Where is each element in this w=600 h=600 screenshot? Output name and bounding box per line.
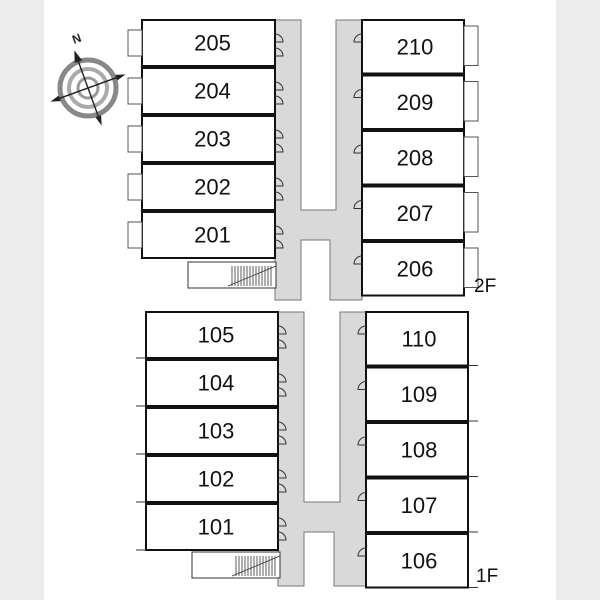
room-label-104: 104 (198, 371, 235, 396)
room-104 (145, 359, 279, 407)
room-label-108: 108 (401, 437, 438, 462)
room-102 (145, 455, 279, 503)
door (277, 339, 287, 349)
door (353, 89, 363, 98)
door (274, 143, 284, 153)
door (353, 255, 363, 265)
balcony (127, 173, 143, 201)
room-label-102: 102 (198, 467, 235, 492)
door (274, 33, 284, 43)
room-202 (141, 163, 276, 211)
room-101 (145, 503, 279, 551)
balcony (463, 192, 479, 233)
room-107 (365, 477, 469, 533)
door (353, 33, 363, 43)
room-205 (141, 19, 276, 67)
room-106 (365, 533, 469, 589)
balcony (127, 77, 143, 105)
balcony (463, 136, 479, 177)
room-label-206: 206 (397, 256, 434, 281)
balcony (463, 81, 479, 122)
room-label-202: 202 (194, 175, 231, 200)
door (277, 435, 287, 445)
door (274, 177, 284, 187)
floor-label: 2F (474, 276, 496, 297)
room-209 (361, 74, 465, 130)
room-label-103: 103 (198, 419, 235, 444)
room-label-110: 110 (401, 326, 436, 351)
room-105 (145, 311, 279, 359)
room-210 (361, 19, 465, 75)
room-109 (365, 366, 469, 422)
door (353, 200, 363, 209)
door (274, 47, 284, 57)
stairs (231, 555, 281, 577)
door (274, 81, 284, 91)
door (277, 469, 287, 479)
room-label-109: 109 (401, 382, 438, 407)
room-label-106: 106 (401, 548, 438, 573)
door (277, 531, 287, 541)
door (357, 492, 367, 501)
door (274, 191, 284, 201)
door (353, 144, 363, 154)
room-206 (361, 241, 465, 297)
balcony (463, 247, 479, 288)
room-label-209: 209 (397, 90, 434, 115)
room-label-208: 208 (397, 145, 434, 170)
compass-rose-icon: N (50, 31, 126, 126)
stair-rail (227, 265, 277, 287)
balcony (127, 125, 143, 153)
door (274, 239, 284, 249)
balcony (463, 25, 479, 66)
door (357, 436, 367, 446)
room-label-210: 210 (397, 34, 434, 59)
door (277, 373, 287, 383)
door (274, 95, 284, 105)
corridor (274, 19, 363, 301)
room-label-204: 204 (194, 79, 231, 104)
room-label-205: 205 (194, 31, 231, 56)
door (274, 225, 284, 235)
balcony (127, 221, 143, 249)
door (277, 421, 287, 431)
balcony (127, 29, 143, 57)
room-label-101: 101 (198, 515, 235, 540)
door (277, 325, 287, 335)
room-label-107: 107 (401, 493, 438, 518)
floor-label: 1F (476, 566, 498, 587)
stair-rail (231, 555, 281, 577)
floor-1: 105 104 103 102 101 110 109 108 107 106 1F (136, 311, 498, 589)
door (277, 483, 287, 493)
room-label-201: 201 (194, 223, 231, 248)
room-207 (361, 185, 465, 241)
room-label-203: 203 (194, 127, 231, 152)
room-103 (145, 407, 279, 455)
door (357, 325, 367, 335)
room-203 (141, 115, 276, 163)
room-110 (365, 311, 469, 367)
door (277, 517, 287, 527)
room-label-207: 207 (397, 201, 434, 226)
door (357, 547, 367, 557)
door (357, 381, 367, 390)
floor-0: 205 204 203 202 201 210 209 208 207 206 2F (127, 19, 496, 301)
door (274, 129, 284, 139)
room-108 (365, 422, 469, 478)
room-label-105: 105 (198, 323, 235, 348)
stairs (227, 265, 277, 287)
door (277, 387, 287, 397)
room-201 (141, 211, 276, 259)
room-208 (361, 130, 465, 186)
